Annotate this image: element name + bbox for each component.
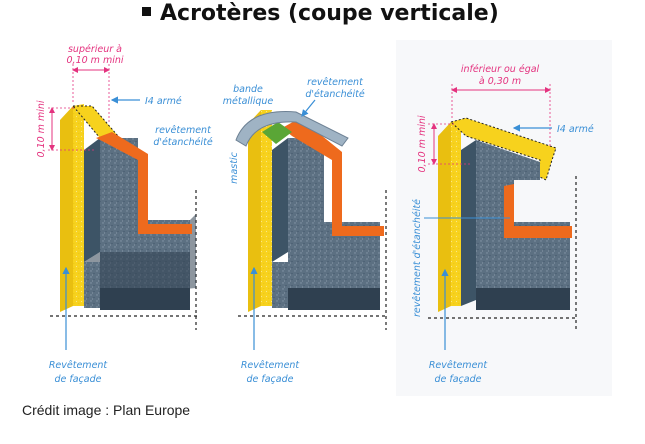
waterproofing-membrane — [282, 118, 384, 236]
membrane-label: revêtement — [155, 125, 212, 136]
page-title: Acrotères (coupe verticale) — [160, 1, 499, 26]
slab-base — [100, 288, 190, 310]
image-credit: Crédit image : Plan Europe — [22, 402, 191, 418]
membrane-arrow — [301, 99, 316, 117]
facade-label: Revêtement — [429, 360, 489, 371]
title-bullet — [142, 7, 151, 16]
facade-label: de façade — [247, 374, 294, 385]
top-insulation — [71, 105, 120, 139]
slab-base — [476, 288, 570, 310]
facade-insulation — [451, 122, 461, 306]
wall-side — [272, 138, 288, 262]
top-dimension-label: inférieur ou égal — [461, 64, 540, 75]
facade-insulation-side — [60, 106, 73, 312]
facade-label: Revêtement — [241, 360, 301, 371]
top-dimension-label: à 0,30 m — [479, 76, 521, 87]
slab-shadow — [84, 214, 196, 298]
membrane-label: d'étanchéité — [153, 137, 213, 148]
flashing-label: métallique — [223, 96, 274, 107]
top-dimension-label: 0,10 m mini — [67, 55, 124, 66]
membrane-label: revêtement d'étanchéité — [412, 199, 423, 317]
panel-2: bande métallique revêtement d'étanchéité… — [223, 77, 388, 385]
mastic-seal — [262, 122, 292, 144]
slab-base — [288, 288, 380, 310]
metal-flashing — [235, 111, 349, 147]
panel-1: supérieur à 0,10 m mini 0,10 m mini I4 a… — [36, 44, 213, 385]
top-dimension-label: supérieur à — [68, 44, 122, 55]
mastic-label: mastic — [229, 151, 240, 183]
wall-side — [84, 138, 100, 262]
wall-side — [461, 140, 476, 306]
top-insulation — [449, 117, 557, 181]
acrotere-wall — [476, 140, 570, 288]
vertical-dimension-label: 0,10 m mini — [36, 100, 47, 157]
facade-insulation-side — [438, 122, 451, 312]
facade-label: de façade — [435, 374, 482, 385]
facade-insulation-side — [248, 110, 261, 312]
membrane-label: d'étanchéité — [305, 89, 365, 100]
facade-insulation — [73, 104, 84, 306]
panel-3: inférieur ou égal à 0,30 m 0,10 m mini I… — [396, 40, 612, 396]
title-group: Acrotères (coupe verticale) — [142, 1, 499, 26]
wall-lower — [84, 262, 100, 308]
flashing-label: bande — [233, 84, 263, 95]
wall-lower — [272, 262, 288, 308]
vertical-dimension-label: 0,10 m mini — [417, 115, 428, 172]
waterproofing-membrane — [96, 132, 192, 234]
insulation-label: I4 armé — [145, 96, 182, 107]
facade-label: de façade — [55, 374, 102, 385]
insulation-label: I4 armé — [557, 124, 594, 135]
facade-insulation — [261, 110, 272, 306]
waterproofing-membrane — [504, 184, 572, 238]
facade-label: Revêtement — [49, 360, 109, 371]
membrane-label: revêtement — [307, 77, 364, 88]
